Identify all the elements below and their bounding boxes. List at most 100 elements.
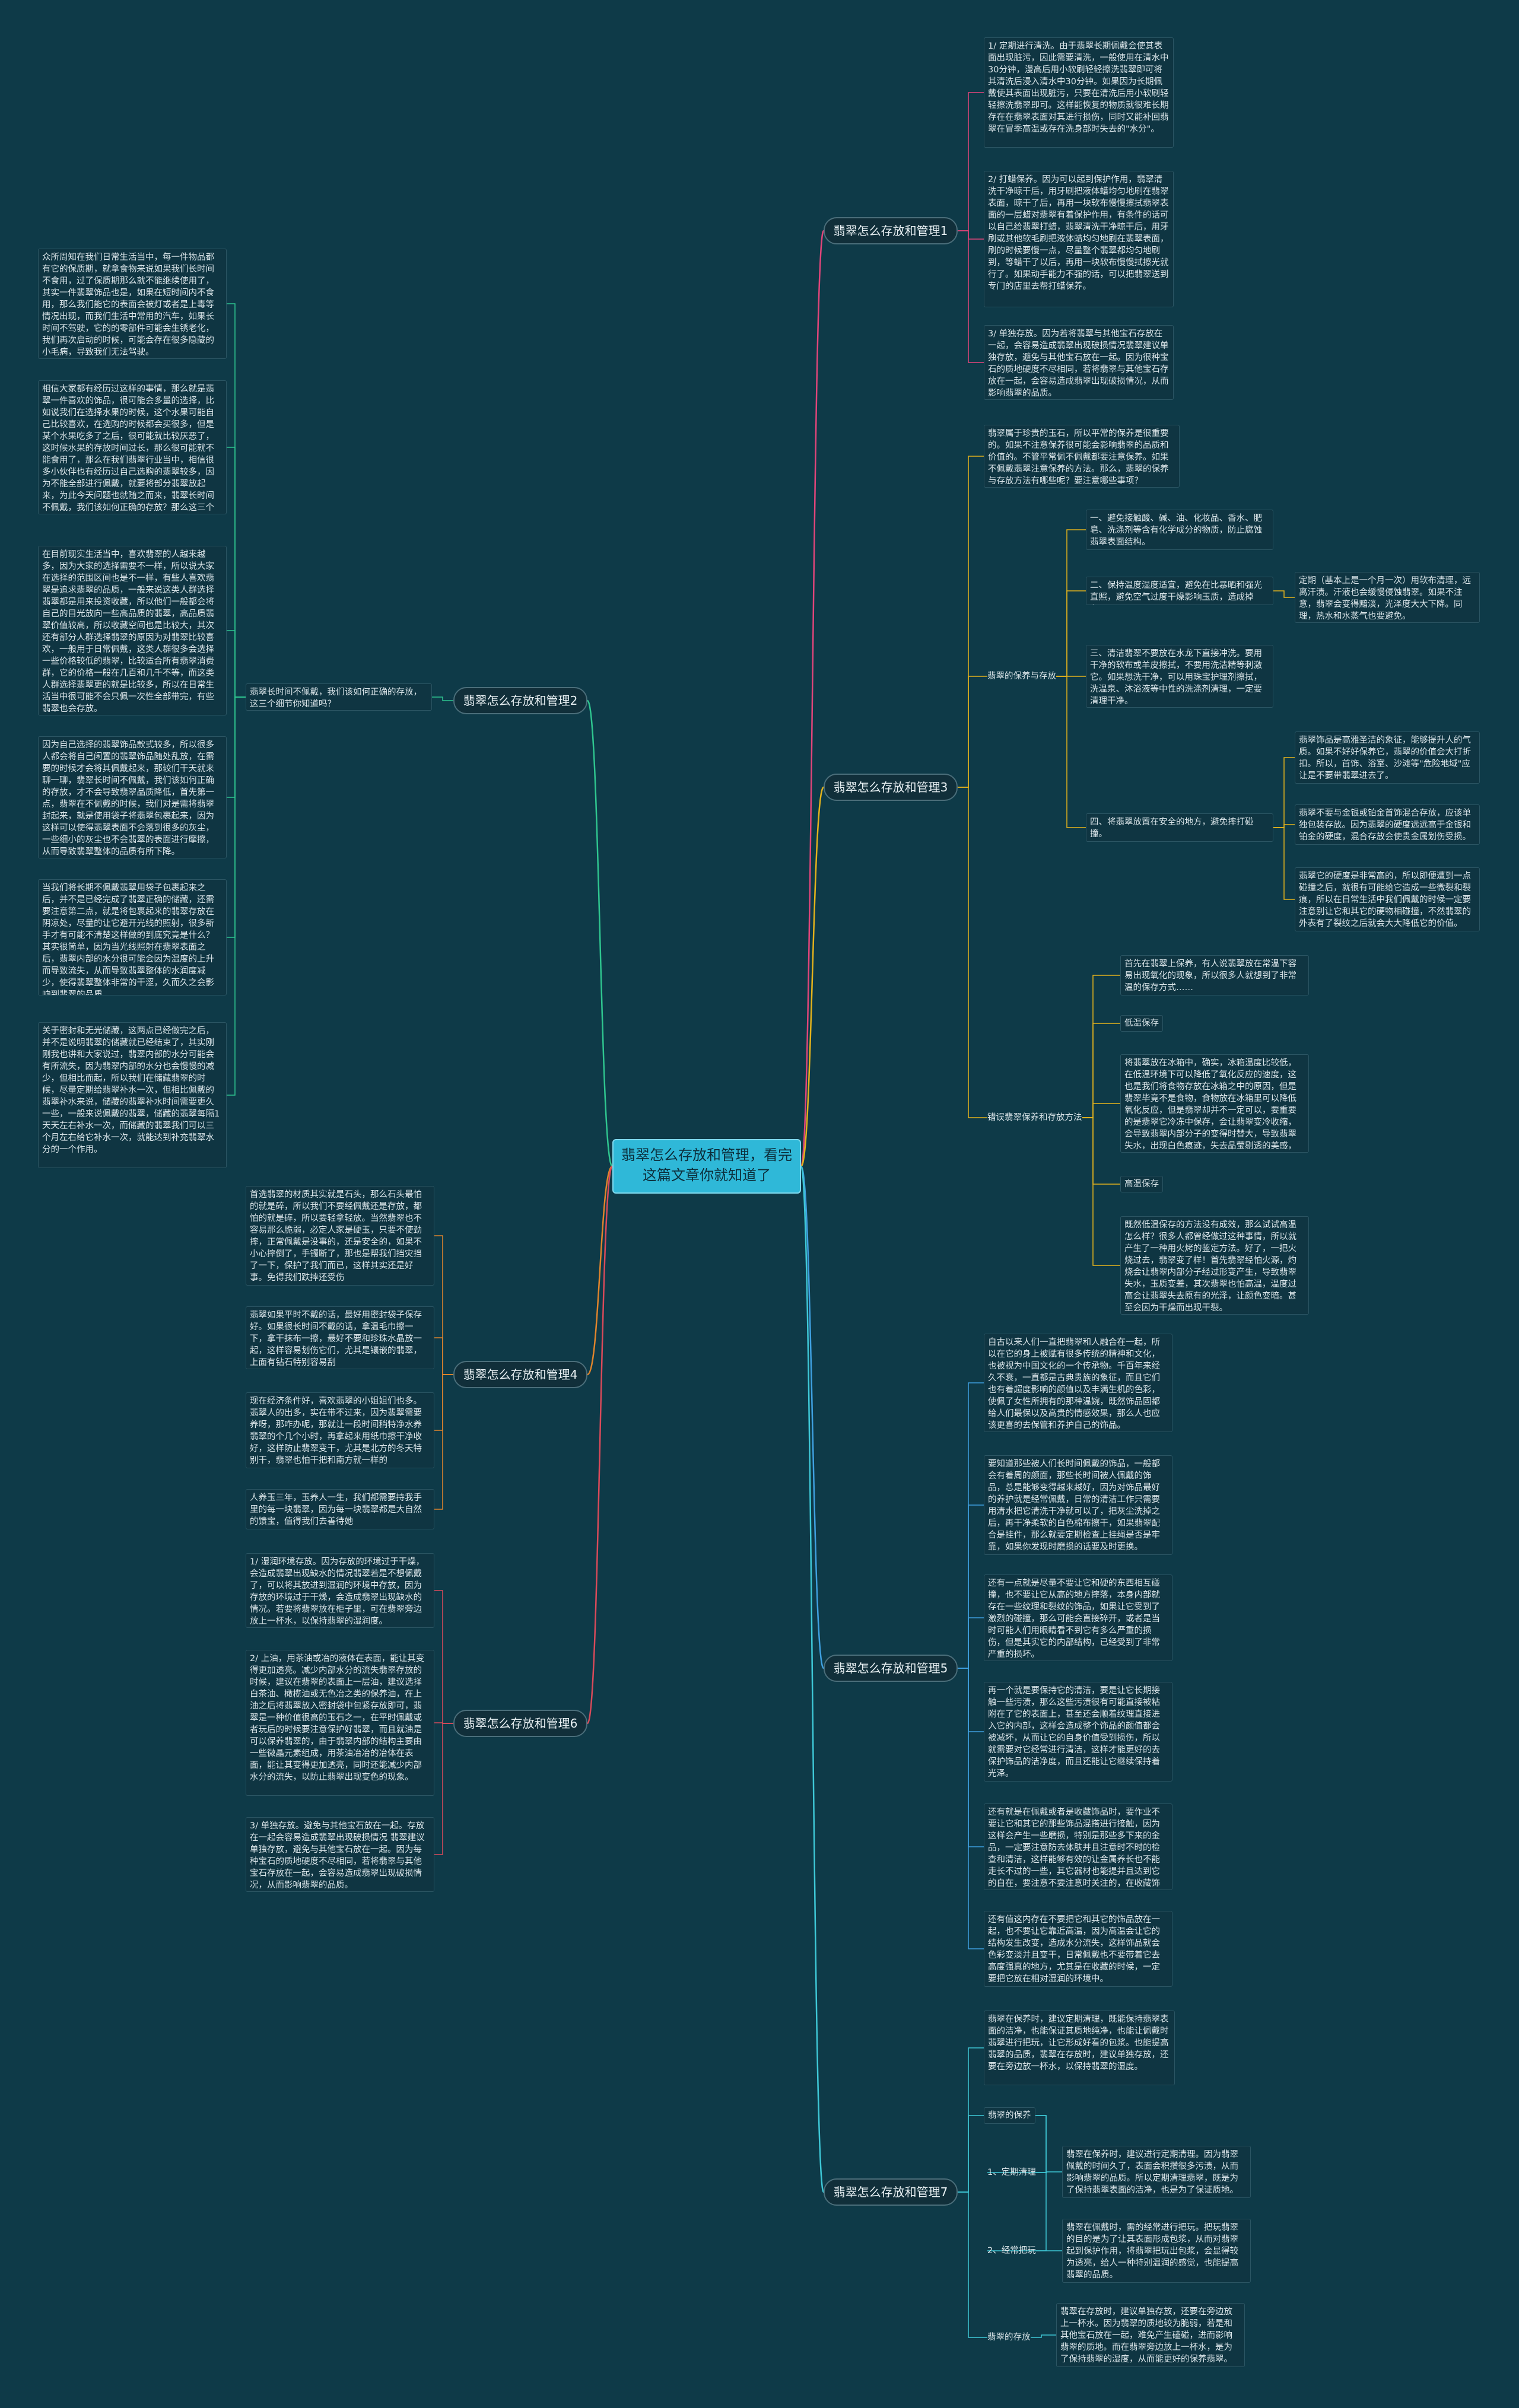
- b5-leaf-2: 要知道那些被人们长时间佩戴的饰品，一般都会有着周的颜面，那些长时间被人佩戴的饰品…: [984, 1455, 1172, 1555]
- link-b5-1: [958, 1504, 984, 1669]
- branch-3[interactable]: 翡翠怎么存放和管理3: [824, 774, 958, 801]
- b3-care-4-detail-1: 翡翠饰品是高雅圣洁的象征，能够提升人的气质。如果不好好保养它，翡翠的价值会大打折…: [1295, 731, 1480, 784]
- link-b4-1: [434, 1337, 453, 1375]
- b7-care-2-text: 翡翠在佩戴时，需的经常进行把玩。把玩翡翠的目的是为了让其表面形成包浆，从而对翡翠…: [1062, 2219, 1251, 2283]
- b3-care-label[interactable]: 翡翠的保养与存放: [987, 672, 1056, 681]
- b6-leaf-1: 1/ 湿润环境存放。因为存放的环境过于干燥，会造成翡翠出现缺水的情况翡翠若是不想…: [246, 1553, 434, 1628]
- link-b3mis-3: [1082, 1117, 1120, 1185]
- link-b3care-3: [1056, 676, 1086, 828]
- link-b7care-1: [987, 2115, 1047, 2251]
- branch-1[interactable]: 翡翠怎么存放和管理1: [824, 217, 958, 244]
- link-b5-3: [958, 1668, 984, 1732]
- link-central-b5: [800, 1165, 825, 1669]
- link-b2q-4: [227, 696, 246, 938]
- link-b2q-2: [227, 630, 246, 698]
- b3-care-2-detail: 定期（基本上是一个月一次）用软布清理，远离汗渍。汗液也会缓慢侵蚀翡翠。如果不注意…: [1295, 572, 1480, 623]
- b7-care-1-label[interactable]: 1、定期清理: [987, 2168, 1036, 2177]
- b3-intro: 翡翠属于珍贵的玉石，所以平常的保养是很重要的。如果不注意保养很可能会影响翡翠的品…: [984, 425, 1180, 488]
- link-central-b1: [800, 230, 825, 1168]
- b3-care-4: 四、将翡翠放置在安全的地方，避免摔打碰撞。: [1086, 813, 1273, 842]
- link-b3c3-0: [1273, 757, 1295, 828]
- b2-leaf-1: 众所周知在我们日常生活当中，每一件物品都有它的保质期，就拿食物来说如果我们长时间…: [38, 249, 227, 359]
- b4-leaf-2: 翡翠如果平时不戴的话，最好用密封袋子保存好。如果很长时间不戴的话，拿温毛巾擦一下…: [246, 1306, 434, 1369]
- link-central-b2: [586, 699, 614, 1168]
- b3-care-1: 一、避免接触酸、碱、油、化妆品、香水、肥皂、洗涤剂等含有化学成分的物质，防止腐蚀…: [1086, 510, 1273, 550]
- link-b5-4: [958, 1668, 984, 1847]
- branch-2[interactable]: 翡翠怎么存放和管理2: [453, 687, 587, 714]
- b2-leaf-5: 当我们将长期不佩戴翡翠用袋子包裹起来之后，并不是已经完成了翡翠正确的储藏，还需要…: [38, 879, 227, 995]
- link-b4-0: [434, 1235, 453, 1375]
- link-central-b6: [586, 1165, 614, 1725]
- link-b2q-3: [227, 696, 246, 798]
- link-b1-2: [958, 230, 984, 363]
- b3-care-4-detail-3: 翡翠它的硬度是非常高的，所以即便遭到一点碰撞之后，就很有可能给它造成一些微裂和裂…: [1295, 867, 1480, 931]
- b1-leaf-3: 3/ 单独存放。因为若将翡翠与其他宝石存放在一起，会容易造成翡翠出现破损情况翡翠…: [984, 325, 1174, 400]
- branch-6[interactable]: 翡翠怎么存放和管理6: [453, 1710, 587, 1737]
- b3-mistake-1: 首先在翡翠上保养，有人说翡翠放在常温下容易出现氧化的现象，所以很多人就想到了非常…: [1120, 955, 1309, 995]
- link-b5-5: [958, 1668, 984, 1949]
- b2-leaf-4: 因为自己选择的翡翠饰品款式较多，所以很多人都会将自己闲置的翡翠饰品随处乱放，在需…: [38, 736, 227, 858]
- branch-5[interactable]: 翡翠怎么存放和管理5: [824, 1655, 958, 1682]
- b5-leaf-1: 自古以来人们一直把翡翠和人融合在一起，所以在它的身上被赋有很多传统的精神和文化，…: [984, 1334, 1172, 1432]
- link-b3c3-1: [1273, 824, 1295, 828]
- link-b7-1: [958, 2115, 984, 2193]
- b3-mistake-3: 既然低温保存的方法没有成效，那么试试高温怎么样？很多人都曾经做过这种事情，所以就…: [1120, 1216, 1309, 1315]
- link-b3-2: [958, 787, 987, 1118]
- b2-question: 翡翠长时间不佩戴，我们该如何正确的存放，这三个细节你知道吗？: [246, 683, 432, 711]
- link-b3-0: [958, 456, 984, 788]
- b6-leaf-3: 3/ 单独存放。避免与其他宝石放在一起。存放在一起会容易造成翡翠出现破损情况 翡…: [246, 1817, 434, 1892]
- b2-leaf-3: 在目前现实生活当中，喜欢翡翠的人越来越多，因为大家的选择需要不一样，所以说大家在…: [38, 546, 227, 715]
- link-b3mis-0: [1082, 975, 1120, 1118]
- link-b7-0: [958, 2047, 984, 2193]
- link-central-b4: [586, 1165, 614, 1376]
- link-b6-0: [434, 1590, 453, 1724]
- b5-leaf-3: 还有一点就是尽量不要让它和硬的东西相互碰撞，也不要让它从高的地方摔落，本身内部就…: [984, 1574, 1172, 1661]
- b1-leaf-1: 1/ 定期进行清洗。由于翡翠长期佩戴会使其表面出现脏污，因此需要清洗，一般使用在…: [984, 37, 1174, 148]
- b6-leaf-2: 2/ 上油，用茶油或冶的液体在表面，能让其变得更加透亮。减少内部水分的流失翡翠存…: [246, 1650, 434, 1796]
- link-b4-3: [434, 1374, 453, 1510]
- b4-leaf-4: 人养玉三年，玉养人一生，我们都需要持我手里的每一块翡翠，因为每一块翡翠都是大自然…: [246, 1489, 434, 1529]
- link-b1-1: [958, 230, 984, 240]
- b3-mistake-high-temp: 高温保存: [1120, 1176, 1163, 1192]
- link-b3care-0: [1056, 529, 1086, 677]
- link-b7store-0: [1031, 2334, 1056, 2338]
- b3-care-2: 二、保持温度湿度适宜，避免在比暴晒和强光直照，避免空气过度干燥影响玉质，造成掉色…: [1086, 577, 1273, 605]
- b2-leaf-6: 关于密封和无光储藏，这两点已经做完之后，并不是说明翡翠的储藏就已经结束了，其实刚…: [38, 1022, 227, 1168]
- link-b4-2: [434, 1374, 453, 1431]
- link-b2q-1: [227, 447, 246, 698]
- link-b3c1-0: [1273, 590, 1295, 598]
- link-b7-2: [958, 2191, 987, 2338]
- b7-store-label[interactable]: 翡翠的存放: [987, 2333, 1031, 2342]
- link-b2q-0: [227, 303, 246, 698]
- link-b5-0: [958, 1382, 984, 1669]
- b7-care-2-label[interactable]: 2、经常把玩: [987, 2246, 1036, 2256]
- branch-7[interactable]: 翡翠怎么存放和管理7: [824, 2178, 958, 2206]
- link-b6-2: [434, 1723, 453, 1855]
- b7-intro: 翡翠在保养时，建议定期清理，既能保持翡翠表面的洁净，也能保证其质地纯净，也能让佩…: [984, 2011, 1175, 2085]
- link-b1-0: [958, 92, 984, 231]
- branch-4[interactable]: 翡翠怎么存放和管理4: [453, 1361, 587, 1388]
- central-topic[interactable]: 翡翠怎么存放和管理，看完这篇文章你就知道了: [612, 1139, 801, 1194]
- b3-care-4-detail-2: 翡翠不要与金银或铂金首饰混合存放，应该单独包装存放。因为翡翠的硬度远远高于金银和…: [1295, 804, 1480, 845]
- link-b5-2: [958, 1617, 984, 1669]
- b3-care-3: 三、清洁翡翠不要放在水龙下直接冲洗。要用干净的软布或羊皮擦拭，不要用洗洁精等刺激…: [1086, 645, 1273, 708]
- b7-care-label[interactable]: 翡翠的保养: [984, 2107, 1035, 2124]
- link-b7care-0: [987, 2115, 1047, 2173]
- link-b3care-1: [1056, 590, 1086, 677]
- b3-mistake-low-temp: 低温保存: [1120, 1015, 1163, 1032]
- link-b3mis-1: [1082, 1023, 1120, 1118]
- b7-care-1-text: 翡翠在保养时，建议进行定期清理。因为翡翠佩戴的时间久了，表面会积攒很多污渍，从而…: [1062, 2146, 1251, 2198]
- link-b3mis-4: [1082, 1117, 1120, 1266]
- b7-store-text: 翡翠在存放时，建议单独存放，还要在旁边放上一杯水。因为翡翠的质地较为脆弱，若是和…: [1056, 2303, 1245, 2367]
- link-b3-1: [958, 676, 987, 788]
- b4-leaf-3: 现在经济条件好，喜欢翡翠的小姐姐们也多。翡翠人的出多，实在带不过来，因为翡翠需要…: [246, 1392, 434, 1468]
- link-b2-0: [432, 696, 453, 701]
- link-b3mis-2: [1082, 1103, 1120, 1118]
- link-central-b7: [800, 1165, 825, 2193]
- b3-mistake-2: 将翡翠放在冰箱中，确实，冰箱温度比较低，在低温环境下可以降低了氧化反应的速度，这…: [1120, 1054, 1309, 1153]
- b5-leaf-4: 再一个就是要保持它的清洁，要是让它长期接触一些污渍，那么这些污渍很有可能直接被粘…: [984, 1682, 1172, 1782]
- b4-leaf-1: 首选翡翠的材质其实就是石头，那么石头最怕的就是碎，所以我们不要经佩戴还是存放，都…: [246, 1186, 434, 1286]
- b3-mistakes-label[interactable]: 错误翡翠保养和存放方法: [987, 1113, 1082, 1122]
- link-central-b3: [800, 786, 825, 1168]
- b5-leaf-6: 还有值这内存在不要把它和其它的饰品放在一起，也不要让它靠近高温，因为高温会让它的…: [984, 1911, 1172, 1987]
